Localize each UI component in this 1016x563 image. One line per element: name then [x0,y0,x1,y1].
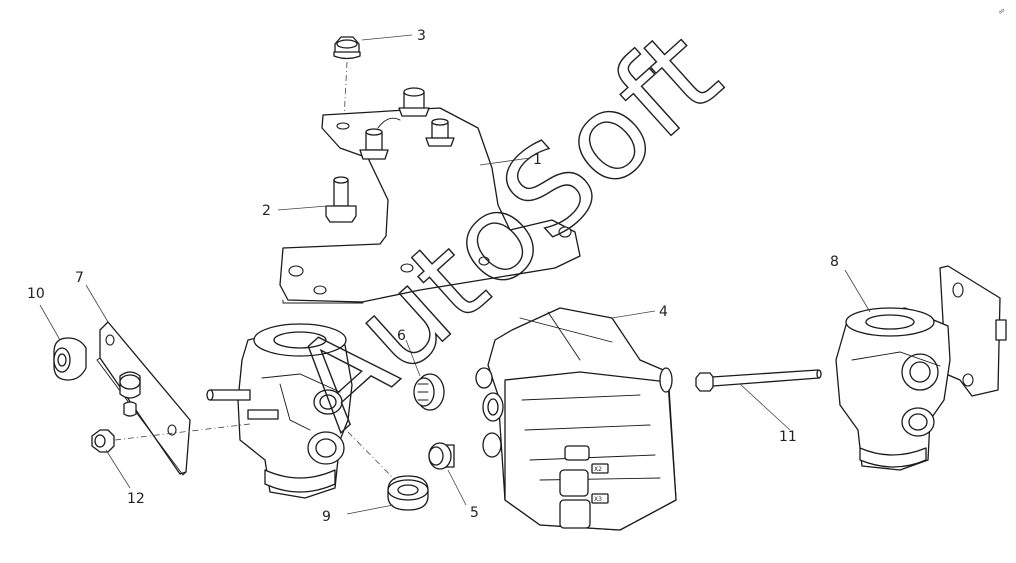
callout-6: 6 [397,328,406,344]
part-11-long-bolt [695,369,822,431]
corner-mark: ᵃᵒ [997,7,1007,18]
leader-6 [405,339,421,377]
callout-4: 4 [659,304,668,320]
part-6-fitting [413,373,445,411]
leader-1 [479,157,531,166]
part-10-bushing [53,337,87,381]
callout-2: 2 [262,203,271,219]
left-valve-assembly [206,323,353,499]
callout-5: 5 [470,505,479,521]
callout-8: 8 [830,254,839,270]
leader-10 [39,304,61,341]
part-3-flange-nut [333,36,361,121]
callout-11: 11 [779,429,797,445]
callout-10: 10 [27,286,45,302]
callout-1: 1 [533,152,542,168]
callout-12: 12 [127,491,145,507]
part-4-ecu-module: X2 X3 [475,307,677,531]
leader-7 [85,284,109,323]
ecu-label-x3: X3 [594,496,602,503]
part-8-right-valve [835,265,1007,471]
leader-12 [105,449,131,489]
part-9-bushing [346,431,429,515]
leader-2 [277,205,328,211]
callout-3: 3 [417,28,426,44]
part-1-mounting-bracket [279,87,581,304]
part-2-bolt [325,176,357,223]
part-5-fitting [428,442,467,506]
ecu-label-x2: X2 [594,466,602,473]
part-12-nut [91,429,115,453]
callout-7: 7 [75,270,84,286]
leader-3 [361,34,413,41]
callout-9: 9 [322,509,331,525]
